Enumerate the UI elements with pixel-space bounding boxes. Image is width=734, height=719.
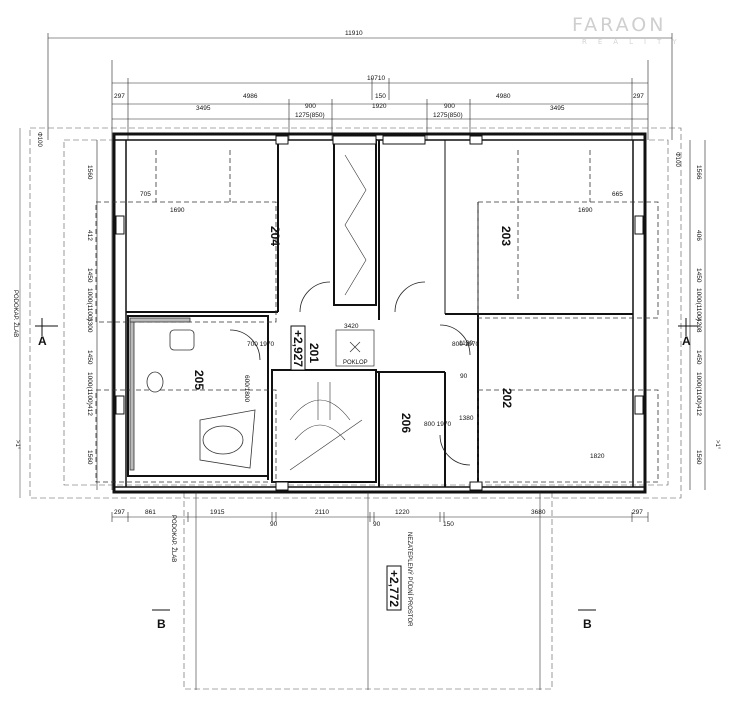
left-vertical-dim: 412 [86, 230, 93, 241]
dim-win1-sub: 1275(850) [295, 112, 325, 119]
brand-name: FARAON [572, 14, 667, 36]
bath-fixtures [129, 317, 256, 471]
gutter-bottom-label: PODOKAP. ŽLAB [170, 515, 178, 562]
dim-middle: 150 [375, 93, 386, 100]
room-206: 206 [399, 413, 413, 433]
section-b-right: B [583, 617, 592, 631]
dim-b-1220: 1220 [395, 509, 410, 516]
dim-b-2110: 2110 [315, 509, 329, 516]
right-vertical-dim: 406 [695, 230, 702, 241]
right-vertical-dim: 1000(1100) [695, 288, 702, 321]
left-vertical-dim: 3300 [86, 318, 93, 333]
left-vertical-dim: 1450 [86, 268, 93, 283]
phi-left: Φ100 [36, 132, 42, 147]
door-swings [229, 281, 471, 466]
dim-right-half: 4980 [496, 93, 511, 100]
poklop-label: POKLOP [343, 360, 368, 366]
room-203: 203 [499, 226, 513, 246]
door-206-dim: 800 1970 [424, 421, 451, 428]
dim-b-90a: 90 [270, 521, 278, 528]
gutter-top-label: PODOKAP. ŽLAB [12, 290, 20, 337]
dim-left-wall: 3495 [196, 105, 211, 112]
poklop-dim: 3420 [344, 323, 359, 330]
staircase [289, 154, 367, 471]
left-vertical-dim: 1560 [86, 165, 93, 180]
mark-1130: 1130 [459, 340, 473, 347]
right-vertical-dim: 1566 [695, 165, 702, 180]
right-vertical-dim: 1450 [695, 350, 702, 365]
dim-win2-sub: 1275(850) [433, 112, 463, 119]
mark-1690a: 1690 [170, 207, 185, 214]
dim-right-eave: 297 [633, 93, 644, 100]
mark-1690b: 1690 [578, 207, 593, 214]
room-201: 201 [307, 343, 321, 363]
left-vertical-dim: 1450 [86, 350, 93, 365]
dim-b-150: 150 [443, 521, 454, 528]
dim-b-3680: 3680 [531, 509, 546, 516]
door-202-dim: 800 1970 [452, 341, 479, 348]
dim-right-wall: 3495 [550, 105, 565, 112]
right-vertical-dim: 1000(1100) [695, 372, 702, 405]
dim-b-297b: 297 [632, 509, 643, 516]
dim-inner: 10710 [367, 75, 385, 82]
door-205-dim: 700 1970 [247, 341, 274, 348]
phi-right: Φ100 [674, 152, 680, 167]
vertical-dims: 156041214501000(1100)330014501000(1100)4… [86, 165, 702, 465]
mark-665: 665 [612, 191, 623, 198]
level-upper: +2,927 [291, 330, 305, 367]
left-vertical-dim: 1000(1100) [86, 372, 93, 405]
slope-left: >1° [14, 440, 20, 450]
level-attic: +2,772 [387, 570, 401, 607]
brand-logo: FARAON REALITY [572, 14, 722, 54]
mark-90: 90 [460, 373, 468, 380]
section-markers [35, 318, 700, 611]
dim-b-297a: 297 [114, 509, 125, 516]
left-vertical-dim: 1560 [86, 450, 93, 465]
dim-left-eave: 297 [114, 93, 125, 100]
level-markers [290, 325, 402, 611]
room-205: 205 [192, 370, 206, 390]
attic-label: NEZATEPLENÝ PŮDNÍ PROSTOR [406, 532, 413, 627]
dim-b-861: 861 [145, 509, 156, 516]
right-vertical-dim: 1560 [695, 450, 702, 465]
section-a-right: A [682, 334, 691, 348]
dim-win2: 900 [444, 103, 455, 110]
section-a-left: A [38, 334, 47, 348]
dim-b-90b: 90 [373, 521, 381, 528]
brand-tagline: REALITY [582, 38, 688, 46]
dim-center: 1920 [372, 103, 387, 110]
room-202: 202 [500, 388, 514, 408]
roof-windows [95, 150, 659, 483]
mark-1820: 1820 [590, 453, 605, 460]
room-204: 204 [268, 226, 282, 246]
dim-win1: 900 [305, 103, 316, 110]
mark-705: 705 [140, 191, 151, 198]
dim-overall: 11910 [345, 30, 363, 37]
left-vertical-dim: 1000(1100) [86, 288, 93, 321]
right-vertical-dim: 1450 [695, 268, 702, 283]
dim-b-1915: 1915 [210, 509, 225, 516]
windows [115, 135, 644, 491]
dim-left-half: 4986 [243, 93, 258, 100]
right-vertical-dim: 412 [695, 405, 702, 416]
left-vertical-dim: 412 [86, 405, 93, 416]
bath-window-dim: 600/1800 [243, 375, 250, 402]
hatch [335, 329, 375, 367]
right-vertical-dim: 4208 [695, 318, 702, 333]
partitions [126, 139, 633, 487]
slope-right: >1° [714, 440, 720, 450]
section-b-left: B [157, 617, 166, 631]
plan-text: 11910 10710 297 4986 150 4980 297 3495 9… [12, 30, 720, 631]
mark-1380: 1380 [459, 415, 474, 422]
